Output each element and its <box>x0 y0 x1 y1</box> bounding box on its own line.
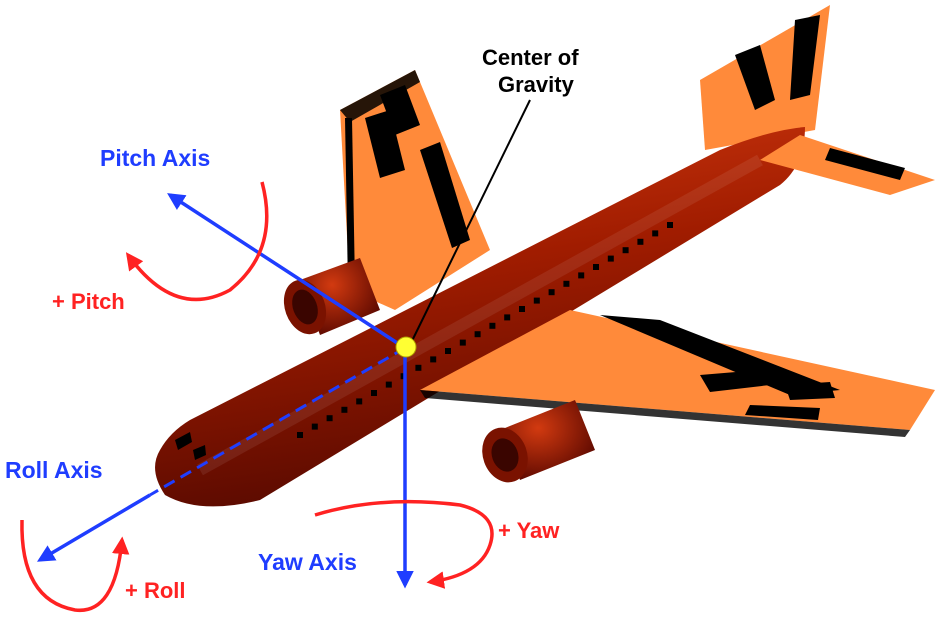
right-engine <box>482 400 595 483</box>
cabin-window <box>341 406 348 413</box>
cockpit-windows <box>175 432 206 460</box>
cabin-window <box>297 432 303 438</box>
cabin-window <box>371 390 377 396</box>
cabin-window <box>474 331 481 338</box>
center-of-gravity-marker <box>395 336 417 358</box>
cabin-window <box>652 230 659 237</box>
cabin-window <box>311 423 318 430</box>
cabin-window <box>637 238 644 245</box>
plus-pitch-label: + Pitch <box>52 289 125 314</box>
roll-rotation-arrow <box>20 519 130 612</box>
left-engine <box>283 258 380 335</box>
roll-axis-arrow <box>36 493 151 562</box>
roll-axis-label: Roll Axis <box>5 457 103 483</box>
fuselage <box>155 127 805 507</box>
pitch-axis-arrow <box>167 193 406 350</box>
roll-axis-hidden-dashed <box>149 346 406 497</box>
cabin-window <box>356 398 363 405</box>
yaw-rotation-arrow <box>314 499 494 589</box>
vertical-tail <box>700 5 830 150</box>
plus-roll-label: + Roll <box>125 578 186 603</box>
cabin-window <box>607 255 614 262</box>
plus-yaw-label: + Yaw <box>498 518 560 543</box>
horizontal-tail <box>760 135 935 195</box>
cabin-window <box>489 322 496 329</box>
cabin-window <box>504 314 511 321</box>
cg-leader-line <box>409 99 531 346</box>
pitch-rotation-arrow <box>125 181 269 302</box>
pitch-axis-label: Pitch Axis <box>100 145 210 171</box>
cabin-window <box>593 264 599 270</box>
cabin-window <box>445 348 451 354</box>
right-wing <box>420 310 935 437</box>
cabin-window <box>563 280 570 287</box>
cabin-window <box>533 297 540 304</box>
yaw-axis-label: Yaw Axis <box>258 549 357 575</box>
left-wing <box>340 70 490 310</box>
cabin-window <box>385 381 392 388</box>
cabin-window <box>578 272 585 279</box>
cabin-window <box>430 356 437 363</box>
cabin-window <box>548 289 555 296</box>
cg-label-line2: Gravity <box>498 72 575 97</box>
cabin-window <box>459 339 466 346</box>
cabin-window <box>326 415 333 422</box>
cabin-window <box>622 247 629 254</box>
cg-label-line1: Center of <box>482 45 579 70</box>
cabin-window <box>415 364 422 371</box>
cabin-window <box>519 306 525 312</box>
cabin-window <box>667 222 673 228</box>
